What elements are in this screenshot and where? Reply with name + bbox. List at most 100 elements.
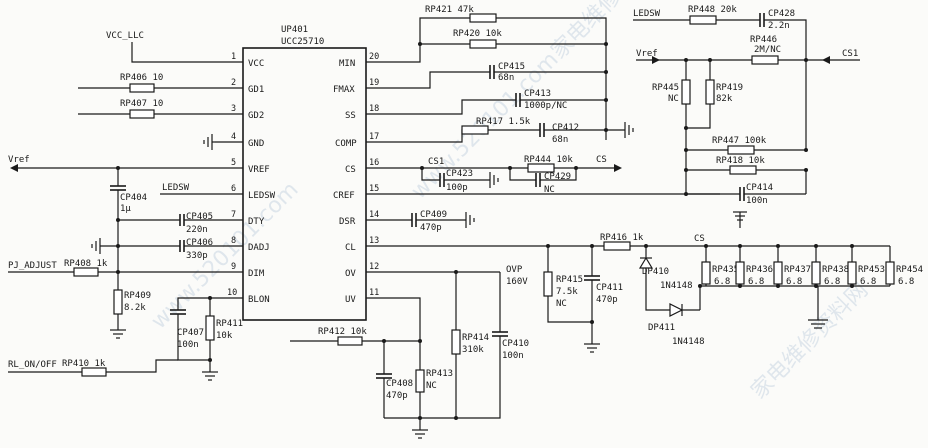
svg-text:6.8: 6.8 (824, 277, 840, 287)
net-ledsw-left: LEDSW (160, 183, 215, 195)
net-vcc-llc: VCC_LLC (106, 31, 215, 63)
svg-text:RP446: RP446 (750, 35, 777, 45)
svg-text:UV: UV (345, 295, 356, 305)
timing-network: RP421 47k RP420 10k CP415 68n CP413 1000… (395, 5, 634, 145)
svg-text:RP407 10: RP407 10 (120, 99, 163, 109)
svg-text:8.2k: 8.2k (124, 303, 146, 313)
svg-text:RP416 1k: RP416 1k (600, 233, 644, 243)
svg-text:OV: OV (345, 269, 356, 279)
svg-text:2M/NC: 2M/NC (754, 45, 781, 55)
svg-text:20: 20 (369, 52, 379, 62)
svg-text:VCC: VCC (248, 59, 264, 69)
svg-text:OVP: OVP (506, 265, 523, 275)
svg-text:RP438: RP438 (822, 265, 849, 275)
svg-text:GD1: GD1 (248, 85, 264, 95)
svg-text:68n: 68n (498, 73, 514, 83)
svg-text:6.8: 6.8 (714, 277, 730, 287)
svg-text:100n: 100n (502, 351, 524, 361)
svg-text:RP406 10: RP406 10 (120, 73, 163, 83)
svg-text:RP413: RP413 (426, 369, 453, 379)
svg-text:GND: GND (248, 139, 264, 149)
svg-text:CS: CS (596, 155, 607, 165)
svg-text:CP406: CP406 (186, 238, 213, 248)
svg-text:2.2n: 2.2n (768, 21, 790, 31)
svg-text:10: 10 (227, 288, 237, 298)
svg-text:CP413: CP413 (524, 89, 551, 99)
svg-text:SS: SS (345, 111, 356, 121)
svg-text:RP436: RP436 (746, 265, 773, 275)
svg-text:6: 6 (231, 184, 236, 194)
svg-text:7: 7 (231, 210, 236, 220)
ovp-group: OVP 160V RP414 310k CP410 100n RP413 NC … (290, 265, 529, 439)
svg-text:VCC_LLC: VCC_LLC (106, 31, 144, 41)
svg-text:RP454: RP454 (896, 265, 923, 275)
svg-text:330p: 330p (186, 251, 208, 261)
svg-text:6.8: 6.8 (898, 277, 914, 287)
svg-text:DP410: DP410 (642, 267, 669, 277)
svg-text:6.8: 6.8 (786, 277, 802, 287)
svg-text:RP421 47k: RP421 47k (425, 5, 474, 15)
vref-right-group: Vref RP446 2M/NC CS1 RP445 NC RP419 82k … (636, 35, 860, 228)
cl-group: RP416 1k RP415 7.5k NC CP411 470p (395, 233, 660, 353)
svg-text:11: 11 (369, 288, 379, 298)
svg-text:DADJ: DADJ (248, 243, 270, 253)
ic-part: UCC25710 (281, 37, 324, 47)
svg-text:1: 1 (231, 52, 236, 62)
svg-text:NC: NC (426, 381, 437, 391)
svg-text:CP407: CP407 (177, 328, 204, 338)
svg-text:PJ_ADJUST: PJ_ADJUST (8, 261, 57, 271)
svg-text:CP404: CP404 (120, 193, 147, 203)
ic-right-pins (366, 61, 395, 299)
svg-text:RP419: RP419 (716, 83, 743, 93)
svg-text:82k: 82k (716, 94, 733, 104)
svg-text:RP448 20k: RP448 20k (688, 5, 737, 15)
svg-text:RP445: RP445 (652, 83, 679, 93)
svg-text:13: 13 (369, 236, 379, 246)
svg-text:6.8: 6.8 (860, 277, 876, 287)
svg-text:2: 2 (231, 78, 236, 88)
cp405-group: CP405 220n (116, 212, 215, 235)
svg-text:470p: 470p (386, 391, 408, 401)
svg-text:Vref: Vref (8, 155, 30, 165)
svg-text:470p: 470p (420, 223, 442, 233)
svg-text:470p: 470p (596, 295, 618, 305)
svg-text:RP414: RP414 (462, 333, 489, 343)
svg-text:CP412: CP412 (552, 123, 579, 133)
ledsw-rc-group: LEDSW RP448 20k CP428 2.2n (633, 5, 807, 60)
svg-text:FMAX: FMAX (333, 85, 355, 95)
svg-text:7.5k: 7.5k (556, 287, 578, 297)
svg-text:CP414: CP414 (746, 183, 773, 193)
svg-text:CP423: CP423 (446, 169, 473, 179)
svg-text:CS: CS (694, 234, 705, 244)
svg-text:DP411: DP411 (648, 323, 675, 333)
svg-text:16: 16 (369, 158, 379, 168)
cp406-group: CP406 330p (91, 238, 215, 261)
svg-text:CP408: CP408 (386, 379, 413, 389)
svg-text:8: 8 (231, 236, 236, 246)
svg-text:RP410 1k: RP410 1k (62, 359, 106, 369)
svg-text:RP408 1k: RP408 1k (64, 259, 108, 269)
cs-input-group: CS CS1 RP444 10k CP423 100p CP429 NC (395, 155, 622, 195)
svg-text:NC: NC (668, 94, 679, 104)
svg-text:1N4148: 1N4148 (672, 337, 705, 347)
svg-text:COMP: COMP (335, 139, 357, 149)
svg-text:CS1: CS1 (428, 157, 444, 167)
svg-text:RL_ON/OFF: RL_ON/OFF (8, 360, 57, 370)
svg-text:100p: 100p (446, 183, 468, 193)
svg-text:RP409: RP409 (124, 291, 151, 301)
svg-text:CP428: CP428 (768, 9, 795, 19)
svg-text:68n: 68n (552, 135, 568, 145)
svg-text:RP412 10k: RP412 10k (318, 327, 367, 337)
svg-text:BLON: BLON (248, 295, 270, 305)
svg-text:DSR: DSR (339, 217, 356, 227)
svg-text:VREF: VREF (248, 165, 270, 175)
svg-text:310k: 310k (462, 345, 484, 355)
svg-text:9: 9 (231, 262, 236, 272)
svg-text:NC: NC (556, 299, 567, 309)
svg-text:220n: 220n (186, 225, 208, 235)
svg-text:18: 18 (369, 104, 379, 114)
